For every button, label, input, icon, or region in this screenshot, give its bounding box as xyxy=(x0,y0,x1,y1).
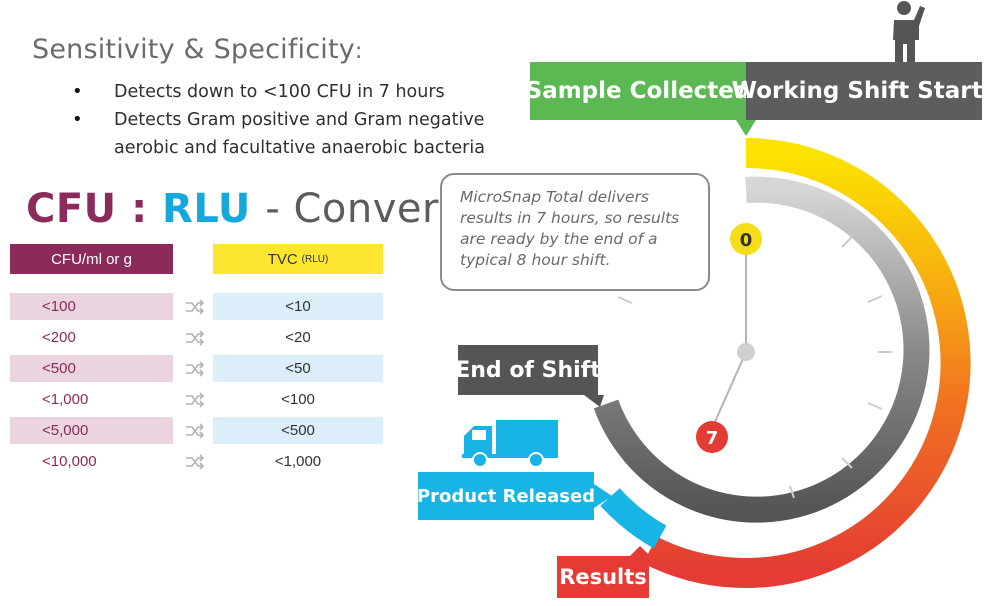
result-hour-marker xyxy=(696,421,728,453)
inner-shift-ring xyxy=(593,176,930,523)
column-header-cfu: CFU/ml or g xyxy=(10,244,173,274)
table-row: <500 <50 xyxy=(10,355,383,382)
feature-list: Detects down to <100 CFU in 7 hours Dete… xyxy=(72,78,512,162)
rlu-value: <100 xyxy=(281,391,315,408)
product-release-segment xyxy=(600,488,667,549)
rlu-value: <20 xyxy=(285,329,311,346)
swap-arrows-icon xyxy=(186,423,205,439)
tvc-label: TVC xyxy=(267,250,298,268)
column-header-tvc: TVC(RLU) xyxy=(213,244,383,274)
cfu-value: <100 xyxy=(10,293,173,320)
rlu-value: <500 xyxy=(213,417,383,444)
swap-arrows-icon xyxy=(186,392,205,408)
result-hour-label: 7 xyxy=(706,428,719,449)
clock-ticks xyxy=(617,236,892,499)
conversion-title: CFU : RLU - Conversion xyxy=(26,186,523,232)
table-row: <10,000 <1,000 xyxy=(10,448,383,475)
results-banner: Results xyxy=(557,556,649,598)
section-heading: Sensitivity & Specificity: xyxy=(32,34,363,65)
results-pointer xyxy=(630,546,650,556)
result-hand xyxy=(713,351,747,425)
end-shift-pointer xyxy=(584,395,604,407)
feature-item: Detects Gram positive and Gram negative … xyxy=(72,106,512,162)
rlu-value: <1,000 xyxy=(274,453,322,470)
cfu-value: <1,000 xyxy=(42,391,89,408)
working-shift-banner: Working Shift Starts xyxy=(732,62,990,120)
end-of-shift-banner: End of Shift xyxy=(455,345,601,395)
heading-colon: : xyxy=(354,39,363,64)
cfu-value: <5,000 xyxy=(10,417,173,444)
cfu-value: <10,000 xyxy=(42,453,97,470)
sample-pointer xyxy=(736,120,756,136)
table-row: <200 <20 xyxy=(10,324,383,351)
title-cfu: CFU xyxy=(26,186,117,232)
title-rlu: RLU xyxy=(162,186,251,232)
swap-arrows-icon xyxy=(186,299,205,315)
swap-arrows-icon xyxy=(186,454,205,470)
swap-arrows-icon xyxy=(186,361,205,377)
sample-collected-banner: Sample Collected xyxy=(526,62,750,120)
rlu-value: <50 xyxy=(213,355,383,382)
feature-item: Detects down to <100 CFU in 7 hours xyxy=(72,78,512,106)
delivery-truck-icon xyxy=(462,420,558,468)
tvc-unit: (RLU) xyxy=(301,253,329,265)
product-released-banner: Product Released xyxy=(417,472,595,520)
person-raising-hand-icon xyxy=(893,1,925,62)
product-pointer xyxy=(594,484,612,508)
heading-text: Sensitivity & Specificity xyxy=(32,34,355,65)
table-row: <1,000 <100 xyxy=(10,386,383,413)
table-row: <5,000 <500 xyxy=(10,417,383,444)
rlu-value: <10 xyxy=(213,293,383,320)
outer-progress-ring xyxy=(643,138,971,588)
results-callout: MicroSnap Total delivers results in 7 ho… xyxy=(440,173,710,291)
clock-center xyxy=(737,343,755,361)
cfu-value: <200 xyxy=(42,329,76,346)
start-hour-label: 0 xyxy=(740,230,753,251)
swap-arrows-icon xyxy=(186,330,205,346)
table-row: <100 <10 xyxy=(10,293,383,320)
start-hour-marker xyxy=(730,223,762,255)
cfu-value: <500 xyxy=(10,355,173,382)
title-separator: : xyxy=(131,186,148,232)
